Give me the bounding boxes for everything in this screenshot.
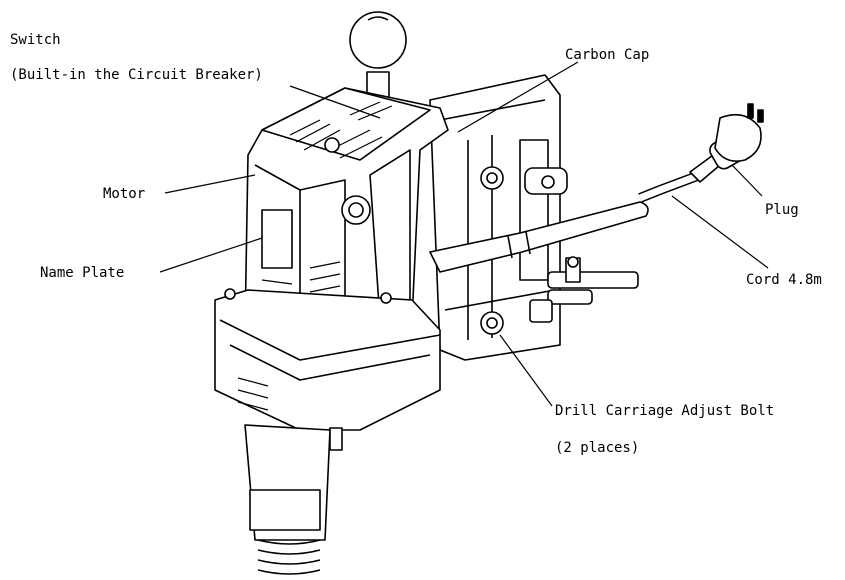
- carriage-bolt-top: [480, 166, 504, 190]
- label-motor: Motor: [103, 186, 146, 202]
- motor-housing: [244, 87, 449, 349]
- label-carbon-cap: Carbon Cap: [565, 47, 650, 63]
- label-switch: Switch: [10, 32, 61, 48]
- label-adjust-bolt-note: (2 places): [555, 440, 640, 456]
- plug: [689, 103, 764, 183]
- carriage-body: [429, 74, 561, 361]
- leader-lines: [159, 61, 769, 407]
- label-cord: Cord 4.8m: [746, 272, 822, 288]
- label-adjust-bolt: Drill Carriage Adjust Bolt: [555, 403, 775, 419]
- label-plug: Plug: [765, 202, 799, 218]
- coolant-valve: [529, 256, 639, 323]
- gear-housing: [214, 288, 441, 431]
- carriage-bolt-bottom: [480, 311, 504, 335]
- side-handle: [429, 201, 649, 273]
- spindle: [244, 424, 343, 575]
- feed-shaft: [524, 167, 568, 195]
- label-switch-note: (Built-in the Circuit Breaker): [10, 67, 263, 83]
- label-name-plate: Name Plate: [40, 265, 125, 281]
- power-cord: [638, 170, 702, 203]
